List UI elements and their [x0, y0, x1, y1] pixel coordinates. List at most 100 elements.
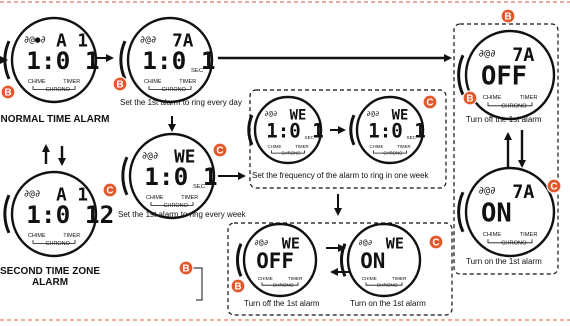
timer-label: TIMER	[63, 233, 80, 239]
svg-text:B: B	[182, 264, 189, 275]
svg-text:B: B	[234, 282, 241, 293]
timer-label: TIMER	[181, 195, 198, 201]
top-segment-row: ∂@∂	[24, 188, 41, 199]
caption-set-frequency: Set the frequency of the alarm to ring i…	[252, 171, 429, 180]
watch-side-mark	[119, 40, 127, 80]
button-badge-b: B	[0, 84, 16, 100]
timer-label: TIMER	[397, 144, 410, 149]
svg-text:B: B	[116, 80, 123, 91]
top-segment-row: ∂@∂	[366, 109, 379, 118]
watch-bezel	[126, 16, 214, 104]
chrono-label: CHRONO	[46, 241, 70, 247]
mode-indicator: WE	[290, 107, 307, 123]
button-badge-b: B	[230, 278, 246, 294]
watch-bezel	[10, 170, 98, 258]
chrono-label: CHRONO	[273, 283, 294, 288]
watch-side-mark	[236, 243, 243, 277]
chrono-bracket	[261, 282, 299, 286]
chrono-label: CHRONO	[281, 150, 301, 155]
main-digit-display: 1:0 12	[26, 200, 114, 229]
chrono-label: CHRONO	[46, 87, 70, 93]
chime-label: CHIME	[144, 79, 162, 85]
chrono-bracket	[271, 150, 305, 154]
chrono-bracket	[373, 150, 407, 154]
main-digit-display: OFF	[481, 62, 527, 92]
chime-label: CHIME	[258, 276, 273, 281]
chrono-bracket	[32, 86, 76, 90]
svg-text:B: B	[466, 94, 473, 105]
watch-side-mark	[247, 114, 254, 146]
chime-label: CHIME	[28, 79, 46, 85]
button-badge-c: C	[422, 94, 438, 110]
main-digit-display: 1:0 1	[144, 162, 217, 191]
mode-indicator: WE	[392, 107, 409, 123]
mode-indicator: WE	[174, 148, 195, 168]
button-badge-c: C	[102, 182, 118, 198]
watch-bezel	[10, 16, 98, 104]
mode-indicator: WE	[386, 234, 404, 252]
timer-label: TIMER	[288, 276, 303, 281]
chime-label: CHIME	[483, 232, 502, 238]
watch-side-mark	[457, 54, 465, 96]
main-digit-display: ON	[360, 249, 385, 273]
chime-label: CHIME	[268, 144, 282, 149]
mode-indicator: A 1	[56, 32, 88, 52]
chime-label: CHIME	[483, 95, 502, 101]
sec-label: SEC	[191, 68, 204, 74]
caption-turn-on-1st-weekly: Turn on the 1st alarm	[350, 299, 426, 308]
sec-label: SEC	[305, 135, 315, 140]
watch-side-mark	[349, 114, 356, 146]
watch-bezel	[242, 222, 318, 298]
connector-weekly-return	[190, 267, 203, 301]
chrono-bracket	[487, 239, 533, 244]
watch-bezel	[464, 166, 556, 258]
sec-label: SEC	[193, 184, 206, 190]
watch-side-mark	[3, 194, 11, 234]
watch-bezel	[464, 29, 556, 121]
caption-set-1st-every-week: Set the 1st alarm to ring every week	[118, 210, 246, 219]
chime-label: CHIME	[28, 233, 46, 239]
button-badge-c: C	[212, 142, 228, 158]
chime-label: CHIME	[370, 144, 384, 149]
mode-indicator: WE	[282, 234, 300, 252]
button-badge-b: B	[178, 260, 194, 276]
top-segment-row: ∂@∂	[254, 238, 269, 247]
caption-normal-time-alarm: NORMAL TIME ALARM	[0, 114, 110, 125]
watch-side-mark	[121, 156, 129, 196]
watch-side-mark	[457, 191, 465, 233]
chrono-bracket	[148, 86, 192, 90]
main-digit-display: ON	[481, 199, 512, 229]
chrono-bracket	[32, 240, 76, 244]
button-badge-b: B	[112, 76, 128, 92]
button-badge-c: C	[546, 178, 562, 194]
chrono-label: CHRONO	[501, 241, 527, 247]
svg-text:C: C	[550, 182, 557, 193]
svg-text:C: C	[106, 186, 113, 197]
watch-bezel	[346, 222, 422, 298]
mode-indicator: 7A	[512, 45, 534, 66]
chrono-label: CHRONO	[383, 150, 403, 155]
main-digit-display: OFF	[256, 249, 294, 273]
chrono-label: CHRONO	[164, 203, 188, 209]
top-segment-row: ∂@∂	[140, 34, 157, 45]
button-badge-c: C	[428, 234, 444, 250]
mode-indicator: 7A	[172, 32, 194, 52]
caption-second-time-zone: SECOND TIME ZONE	[0, 266, 101, 277]
watch-bezel	[253, 95, 323, 165]
svg-text:B: B	[504, 12, 511, 23]
sec-label: SEC	[407, 135, 417, 140]
svg-text:C: C	[432, 238, 439, 249]
timer-label: TIMER	[392, 276, 407, 281]
caption-turn-off-1st-right: Turn off the 1st alarm	[466, 115, 542, 124]
timer-label: TIMER	[295, 144, 308, 149]
chrono-label: CHRONO	[501, 104, 527, 110]
svg-text:C: C	[216, 146, 223, 157]
